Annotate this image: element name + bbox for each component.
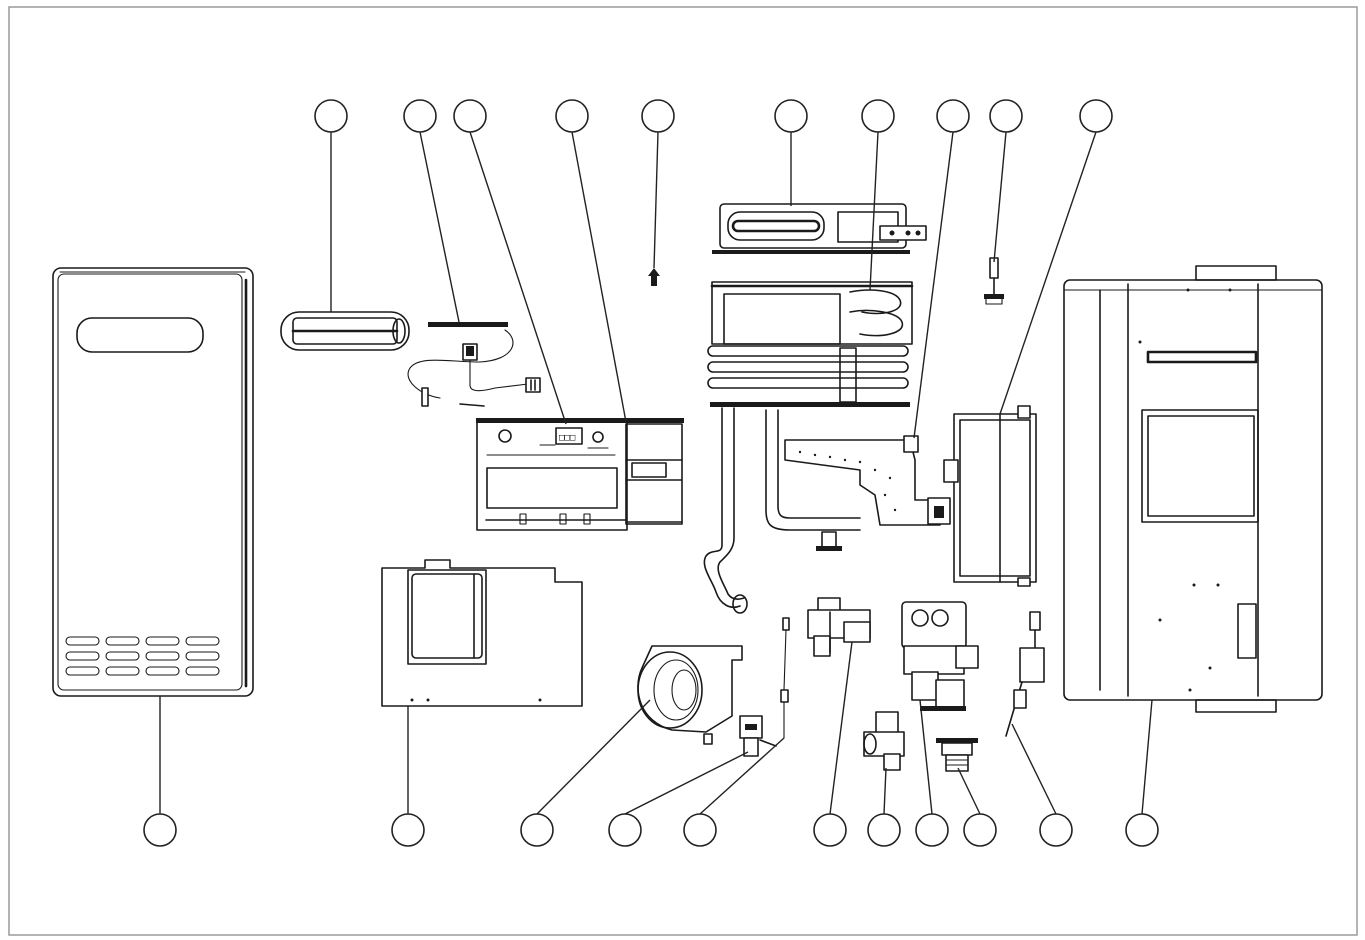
callout-circle[interactable] xyxy=(314,99,348,133)
thermistor xyxy=(1005,611,1045,737)
callout-circle[interactable] xyxy=(774,99,808,133)
water-valve-assembly xyxy=(901,601,979,711)
callout-circle[interactable] xyxy=(861,99,895,133)
blower-fan xyxy=(637,645,743,745)
igniter-wire xyxy=(780,617,790,739)
callout-circle[interactable] xyxy=(520,813,554,847)
water-pipes xyxy=(703,407,861,614)
inner-panel xyxy=(381,559,583,707)
temperature-sensor xyxy=(984,257,1004,305)
callout-circle[interactable] xyxy=(453,99,487,133)
control-box xyxy=(943,405,1037,587)
control-board: □□□ xyxy=(476,418,684,531)
callout-circle[interactable] xyxy=(989,99,1023,133)
page-border xyxy=(8,6,1358,936)
front-cover-vents xyxy=(65,636,220,676)
callout-circle[interactable] xyxy=(1039,813,1073,847)
callout-circle[interactable] xyxy=(867,813,901,847)
callout-circle[interactable] xyxy=(936,99,970,133)
heat-exchanger xyxy=(707,281,914,407)
drain-plug xyxy=(936,738,978,772)
callout-circle[interactable] xyxy=(813,813,847,847)
callout-circle[interactable] xyxy=(963,813,997,847)
wire-harness xyxy=(407,322,541,407)
back-casing xyxy=(1063,265,1323,713)
callout-circle[interactable] xyxy=(143,813,177,847)
exhaust-outlet xyxy=(280,311,410,351)
svg-text:□□□: □□□ xyxy=(559,433,576,443)
callout-circle[interactable] xyxy=(555,99,589,133)
gas-manifold xyxy=(784,435,951,526)
callout-circle[interactable] xyxy=(403,99,437,133)
callout-circle[interactable] xyxy=(608,813,642,847)
inlet-fitting xyxy=(863,711,905,771)
front-cover xyxy=(52,267,254,697)
screw-part xyxy=(648,268,660,286)
callout-circle[interactable] xyxy=(1079,99,1113,133)
callout-circle[interactable] xyxy=(683,813,717,847)
callout-circle[interactable] xyxy=(391,813,425,847)
leader-lines xyxy=(159,131,1153,815)
burner-assembly xyxy=(712,203,927,254)
callout-circle[interactable] xyxy=(915,813,949,847)
gas-valve xyxy=(807,597,871,657)
callout-circle[interactable] xyxy=(1125,813,1159,847)
callouts-top xyxy=(314,99,1113,133)
callouts-bottom xyxy=(143,813,1159,847)
callout-circle[interactable] xyxy=(641,99,675,133)
